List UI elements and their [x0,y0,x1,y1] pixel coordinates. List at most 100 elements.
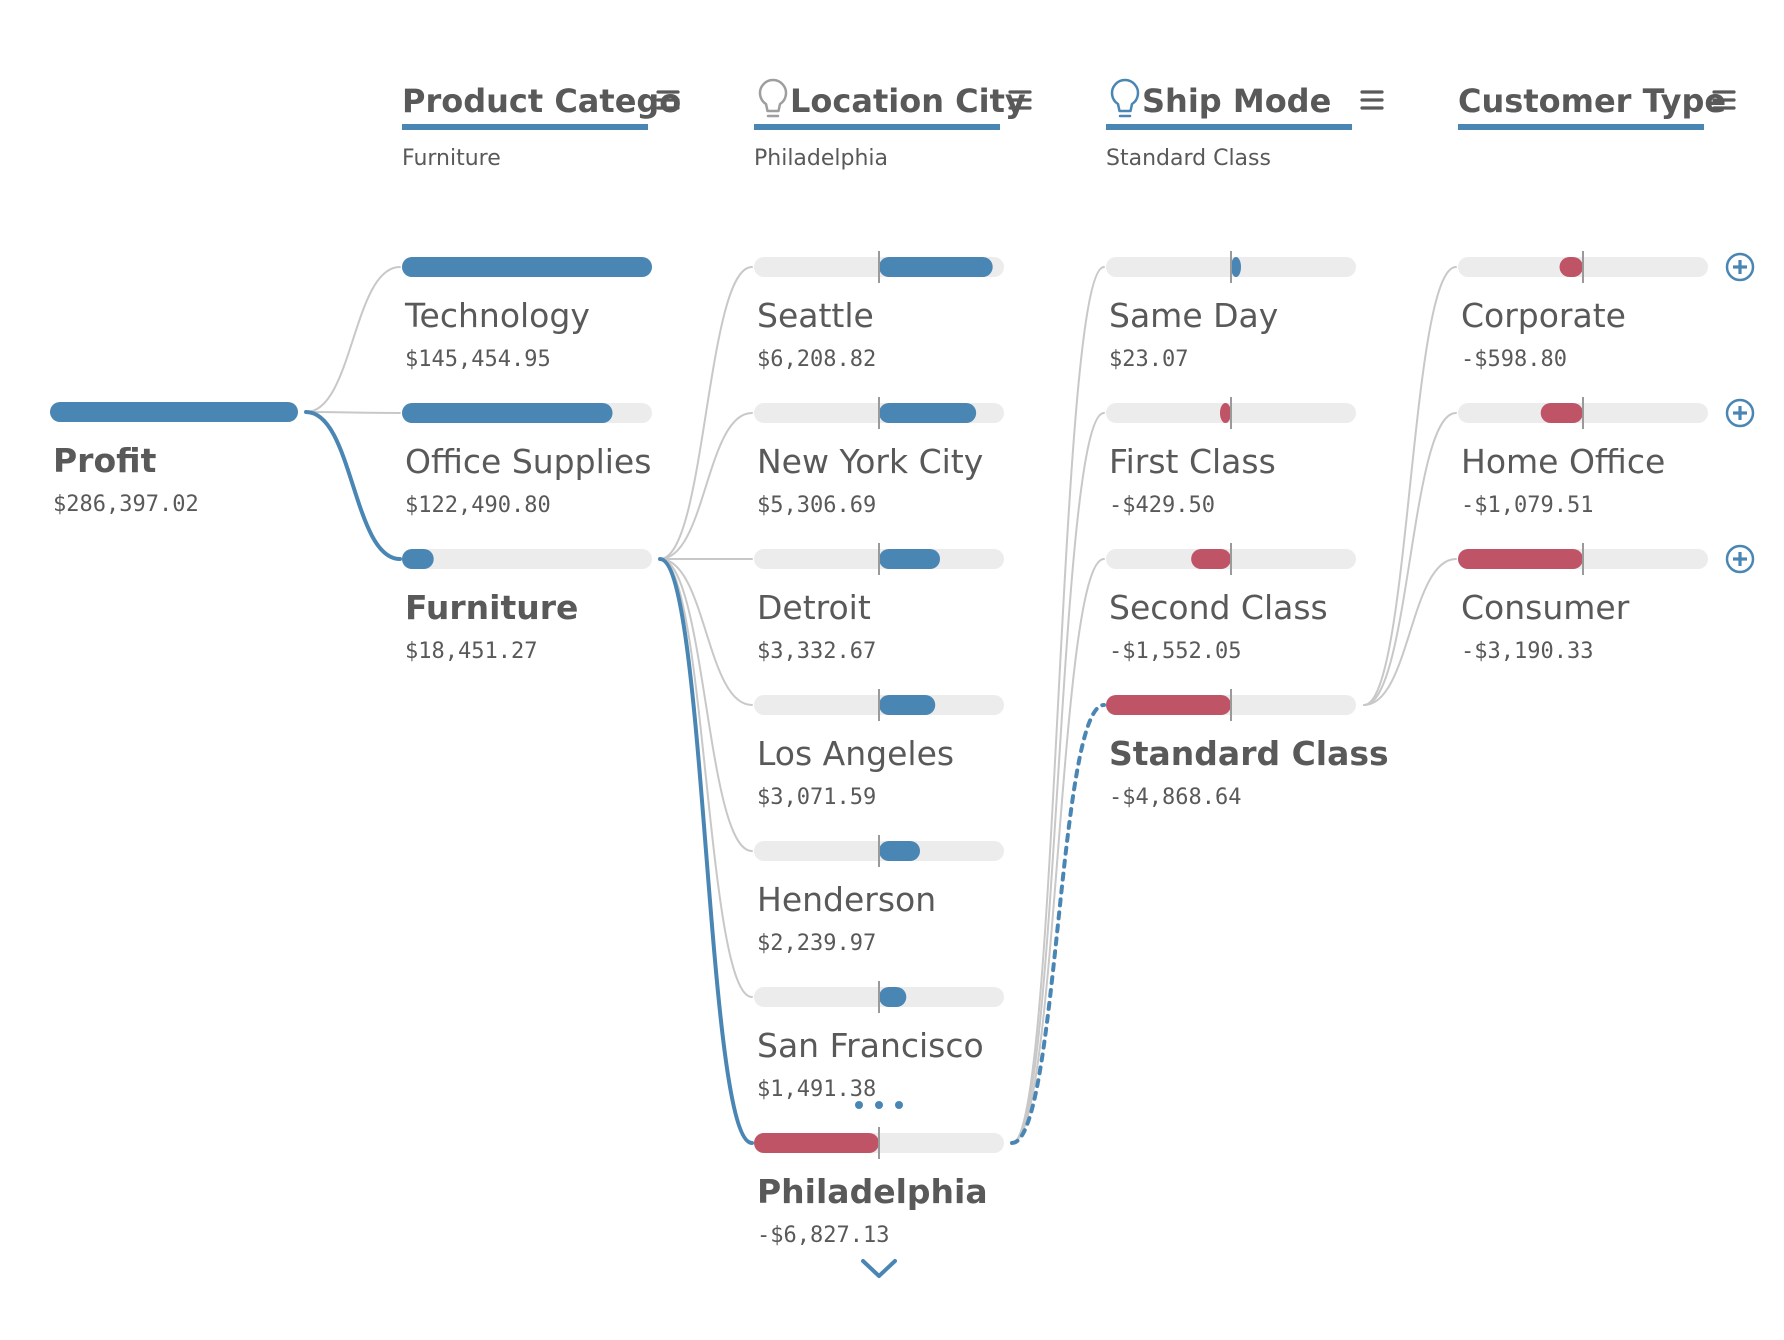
node-value: $3,332.67 [757,639,876,664]
node-los-angeles[interactable]: Los Angeles $3,071.59 [754,689,1004,810]
node-value: -$1,552.05 [1109,639,1241,664]
column-header-customer-type: Customer Type [1458,82,1736,130]
lightbulb-shape [1110,78,1140,113]
bar-home-office [1540,403,1583,423]
node-label: Technology [404,296,590,335]
connector-same-day [1011,266,1105,1144]
lightbulb-icon [758,78,788,118]
bar-corporate [1559,257,1583,277]
ellipsis-dot [895,1101,903,1109]
node-home-office[interactable]: Home Office -$1,079.51 [1458,397,1708,518]
lightbulb-shape [758,78,788,113]
hamburger-menu-icon[interactable] [1008,90,1032,110]
node-same-day[interactable]: Same Day$23.07 [1106,251,1356,372]
bar-philadelphia [754,1133,879,1153]
node-label: Home Office [1461,442,1665,481]
node-value: -$1,079.51 [1461,493,1593,518]
node-second-class[interactable]: Second Class -$1,552.05 [1106,543,1356,664]
node-technology[interactable]: Technology$145,454.95 [402,257,652,372]
node-consumer[interactable]: Consumer-$3,190.33 [1458,543,1708,664]
node-office-supplies[interactable]: Office Supplies $122,490.80 [402,403,652,518]
node-label: Henderson [757,880,936,919]
connector-corporate [1363,266,1457,706]
ellipsis-icon[interactable] [855,1101,903,1109]
column-underline [402,124,648,130]
hamburger-menu-icon[interactable] [656,90,680,110]
node-label: Office Supplies [405,442,651,481]
node-standard-class[interactable]: Standard Class -$4,868.64 [1106,689,1389,810]
bar-first-class [1219,403,1231,423]
node-label: Furniture [405,588,578,627]
node-value: -$4,868.64 [1109,785,1241,810]
node-value: $23.07 [1109,347,1188,372]
bar-second-class [1191,549,1231,569]
node-value: $1,491.38 [757,1077,876,1102]
bar-technology [402,257,652,277]
node-henderson[interactable]: Henderson $2,239.97 [754,835,1004,956]
node-value: $122,490.80 [405,493,551,518]
column-underline [1106,124,1352,130]
column-title[interactable]: Product Catego [402,82,681,120]
bar-consumer [1458,549,1583,569]
node-san-francisco[interactable]: San Francisco $1,491.38 [754,981,1004,1102]
hamburger-menu-icon[interactable] [1360,90,1384,110]
bar-new-york-city [879,403,977,423]
node-label: San Francisco [757,1026,984,1065]
node-value: -$3,190.33 [1461,639,1593,664]
ellipsis-dot [855,1101,863,1109]
lightbulb-icon [1110,78,1140,118]
node-value: -$429.50 [1109,493,1215,518]
plus-circle-icon[interactable] [1725,252,1755,282]
bar-san-francisco [879,987,907,1007]
node-first-class[interactable]: First Class -$429.50 [1106,397,1356,518]
connector-los-angeles [659,558,753,706]
connector-new-york-city [659,412,753,560]
connector-first-class [1011,412,1105,1144]
bar-same-day [1231,257,1241,277]
node-label: Los Angeles [757,734,954,773]
node-detroit[interactable]: Detroit$3,332.67 [754,543,1004,664]
column-title[interactable]: Ship Mode [1142,82,1331,120]
node-label: Standard Class [1109,734,1389,773]
column-title[interactable]: Location City [790,82,1026,120]
connector-office-supplies [305,411,401,414]
node-label: Philadelphia [757,1172,988,1211]
bar-henderson [879,841,921,861]
node-label: Second Class [1109,588,1328,627]
node-value: $3,071.59 [757,785,876,810]
node-value: -$598.80 [1461,347,1567,372]
node-new-york-city[interactable]: New York City$5,306.69 [754,397,1004,518]
node-corporate[interactable]: Corporate -$598.80 [1458,251,1708,372]
root-label: Profit [53,441,157,480]
node-value: -$6,827.13 [757,1223,889,1248]
column-title[interactable]: Customer Type [1458,82,1726,120]
bar-office-supplies [402,403,613,423]
root-bar [50,402,298,422]
node-philadelphia[interactable]: Philadelphia -$6,827.13 [754,1127,1004,1248]
chevron-down-icon[interactable] [861,1259,897,1278]
plus-circle-icon[interactable] [1725,544,1755,574]
bar-seattle [879,257,993,277]
node-label: First Class [1109,442,1276,481]
connector-consumer [1363,558,1457,706]
connector-henderson [659,558,753,852]
node-value: $2,239.97 [757,931,876,956]
bar-standard-class [1106,695,1231,715]
node-seattle[interactable]: Seattle$6,208.82 [754,251,1004,372]
ellipsis-dot [875,1101,883,1109]
connector-seattle [659,266,753,560]
column-underline [754,124,1000,130]
node-furniture[interactable]: Furniture$18,451.27 [402,549,652,664]
plus-circle-icon[interactable] [1725,398,1755,428]
column-underline [1458,124,1704,130]
hamburger-menu-icon[interactable] [1712,90,1736,110]
root-node-profit[interactable]: Profit$286,397.02 [50,402,298,517]
connector-technology [305,266,401,413]
column-selected-value: Standard Class [1106,146,1271,171]
connector-san-francisco [659,558,753,998]
node-label: Corporate [1461,296,1626,335]
bar-detroit [879,549,941,569]
